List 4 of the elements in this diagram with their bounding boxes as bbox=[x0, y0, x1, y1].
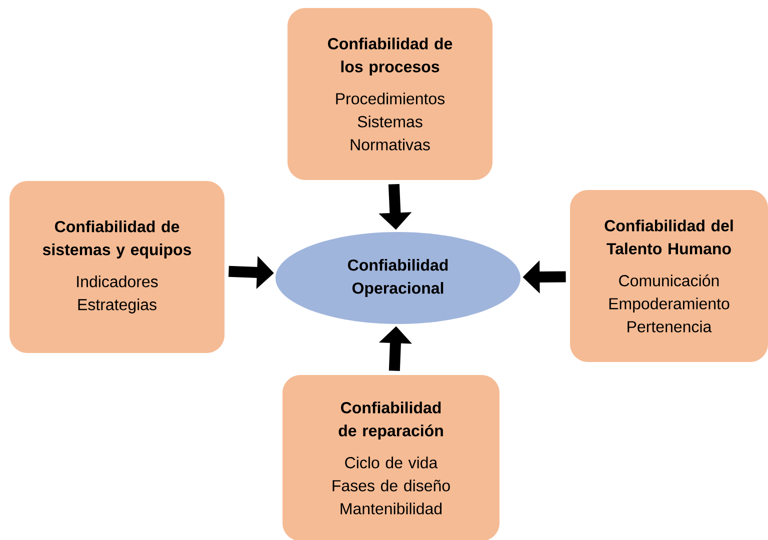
process-box: Confiabilidad del Talento Humano Comunicación Empoderamiento Pertenencia bbox=[570, 190, 768, 362]
process-box: Confiabilidad de sistemas y equipos Indicadores Estrategias bbox=[10, 181, 224, 353]
process-box: Confiabilidad de los procesos Procedimientos Sistemas Normativas bbox=[288, 8, 492, 180]
process-box: Confiabilidad de reparación Ciclo de vida Fases de diseño Mantenibilidad bbox=[282, 374, 500, 540]
